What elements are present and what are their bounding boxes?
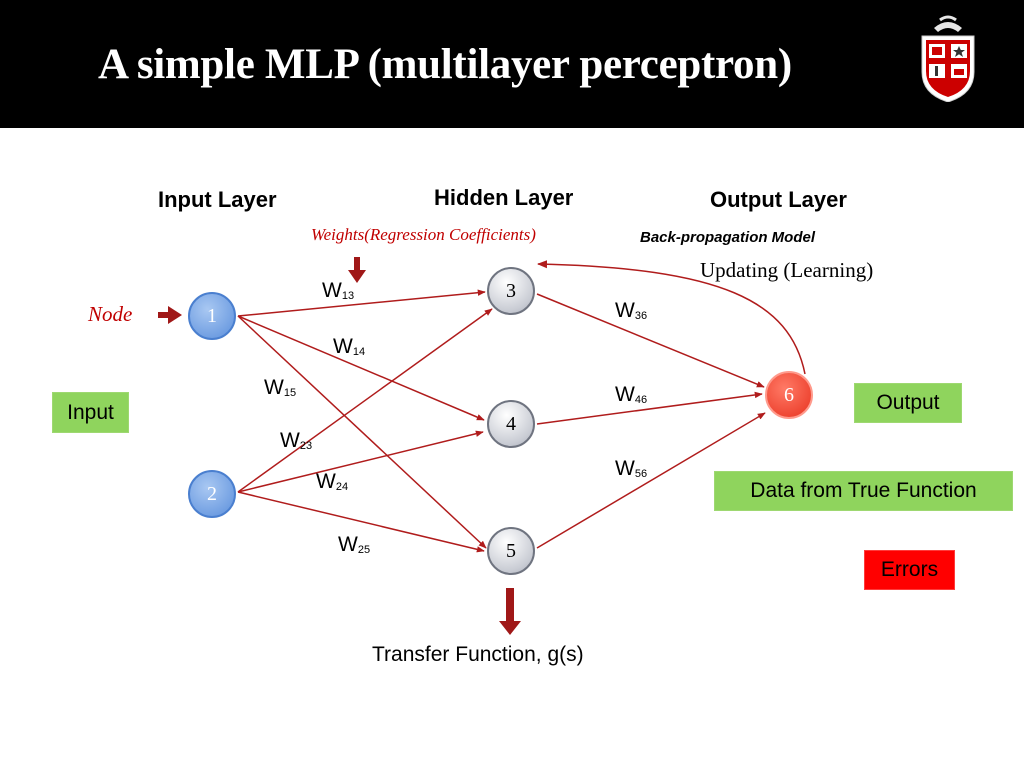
- feedback-arc: [537, 260, 806, 375]
- weight-letter: W: [615, 383, 635, 406]
- weight-letter: W: [615, 457, 635, 480]
- node-6-label: 6: [784, 383, 794, 406]
- title-bar: [0, 0, 1024, 128]
- weights-annotation: Weights(Regression Coefficients): [311, 225, 536, 244]
- weight-w13: W13: [322, 279, 354, 303]
- true-function-box: Data from True Function: [714, 471, 1013, 511]
- weight-letter: W: [338, 533, 358, 556]
- weight-letter: W: [333, 335, 353, 358]
- edge-2-4: [237, 430, 484, 493]
- weight-w14: W14: [333, 335, 365, 359]
- weight-letter: W: [316, 470, 336, 493]
- edge-4-6: [536, 391, 763, 425]
- node-label: Node: [88, 302, 133, 326]
- weight-w46: W46: [615, 383, 647, 407]
- weight-subscript: 46: [634, 394, 648, 406]
- weight-subscript: 14: [352, 346, 366, 358]
- weight-subscript: 24: [335, 481, 349, 493]
- right-arrow-icon: [158, 306, 182, 324]
- node-4: 4: [487, 400, 535, 448]
- node-2-label: 2: [207, 482, 217, 505]
- edge-1-4: [237, 315, 485, 421]
- edge-3-6: [536, 293, 765, 388]
- node-2: 2: [188, 470, 236, 518]
- weight-subscript: 15: [283, 387, 297, 399]
- edge-1-3: [237, 289, 486, 317]
- edge-5-6: [536, 412, 766, 549]
- weight-w24: W24: [316, 470, 348, 494]
- node-4-label: 4: [506, 412, 516, 435]
- weight-subscript: 56: [634, 468, 648, 480]
- hidden-layer-label: Hidden Layer: [434, 185, 574, 210]
- weight-subscript: 25: [357, 544, 371, 556]
- down-arrow-icon: [499, 588, 521, 635]
- weight-w36: W36: [615, 299, 647, 323]
- weight-w23: W23: [280, 429, 312, 453]
- edge-2-5: [237, 491, 485, 553]
- edge-2-3: [237, 308, 493, 493]
- edge-1-5: [237, 315, 487, 549]
- weight-w25: W25: [338, 533, 370, 557]
- weight-subscript: 23: [299, 440, 313, 452]
- university-seal-icon: [921, 15, 975, 102]
- page-title: A simple MLP (multilayer perceptron): [98, 41, 792, 88]
- node-3: 3: [487, 267, 535, 315]
- weight-w15: W15: [264, 376, 296, 400]
- weight-subscript: 13: [341, 290, 355, 302]
- node-1-label: 1: [207, 304, 217, 327]
- backprop-label: Back-propagation Model: [640, 229, 816, 246]
- down-arrow-icon: [348, 257, 366, 283]
- weight-letter: W: [322, 279, 342, 302]
- weight-letter: W: [264, 376, 284, 399]
- input-layer-label: Input Layer: [158, 187, 277, 212]
- input-box: Input: [52, 392, 129, 433]
- node-5: 5: [487, 527, 535, 575]
- weight-w56: W56: [615, 457, 647, 481]
- node-3-label: 3: [506, 279, 516, 302]
- weight-letter: W: [615, 299, 635, 322]
- transfer-function-label: Transfer Function, g(s): [372, 643, 584, 666]
- node-1: 1: [188, 292, 236, 340]
- updating-label: Updating (Learning): [700, 258, 874, 282]
- node-6: 6: [765, 371, 813, 419]
- output-box: Output: [854, 383, 962, 423]
- node-5-label: 5: [506, 539, 516, 562]
- weight-subscript: 36: [634, 310, 648, 322]
- errors-box: Errors: [864, 550, 955, 590]
- output-layer-label: Output Layer: [710, 187, 847, 212]
- weight-letter: W: [280, 429, 300, 452]
